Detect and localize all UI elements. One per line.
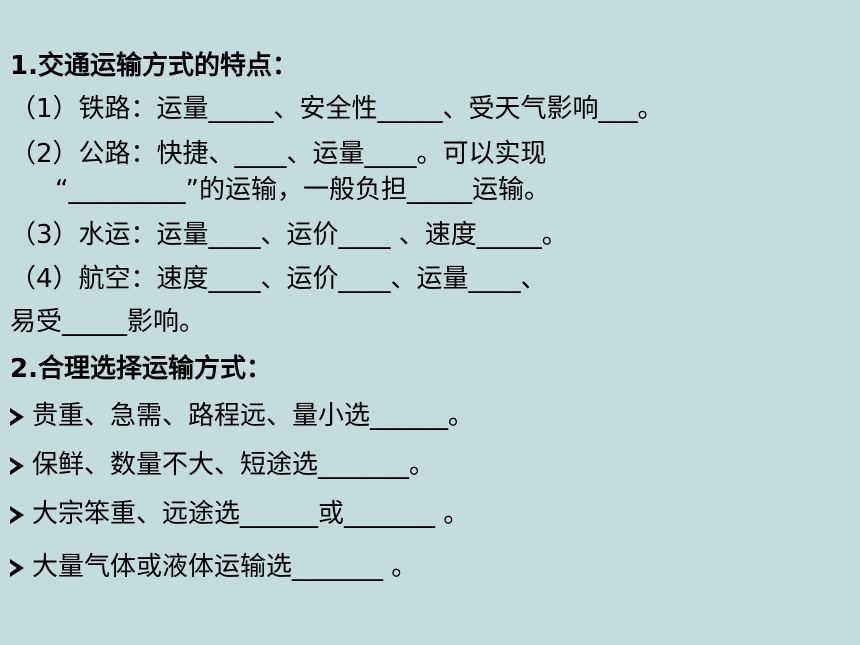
- arrow-bullet-icon: [10, 457, 24, 475]
- section1-title: 1.交通运输方式的特点：: [10, 51, 298, 81]
- list-item-text: 大宗笨重、远途选______或_______ 。: [32, 499, 470, 529]
- list-item: 贵重、急需、路程远、量小选______。: [10, 400, 474, 432]
- air-line-2: 易受_____影响。: [10, 307, 206, 337]
- arrow-bullet-icon: [10, 559, 24, 577]
- list-item-text: 大量气体或液体运输选_______ 。: [32, 552, 418, 582]
- section2-title: 2.合理选择运输方式：: [10, 354, 272, 384]
- air-line-1: （4）航空：速度____、运价____、运量____、: [10, 264, 547, 294]
- water-line: （3）水运：运量____、运价____ 、速度_____。: [10, 220, 568, 250]
- list-item: 大宗笨重、远途选______或_______ 。: [10, 498, 469, 530]
- rail-line: （1）铁路：运量_____、安全性_____、受天气影响___。: [10, 94, 664, 124]
- road-line-2: “_________”的运输，一般负担_____运输。: [55, 175, 550, 205]
- list-item-text: 贵重、急需、路程远、量小选______。: [32, 401, 475, 431]
- arrow-bullet-icon: [10, 408, 24, 426]
- road-line-1: （2）公路：快捷、____、运量____。可以实现: [10, 139, 547, 169]
- arrow-bullet-icon: [10, 506, 24, 524]
- list-item: 大量气体或液体运输选_______ 。: [10, 551, 417, 583]
- list-item: 保鲜、数量不大、短途选_______。: [10, 449, 435, 481]
- list-item-text: 保鲜、数量不大、短途选_______。: [32, 450, 436, 480]
